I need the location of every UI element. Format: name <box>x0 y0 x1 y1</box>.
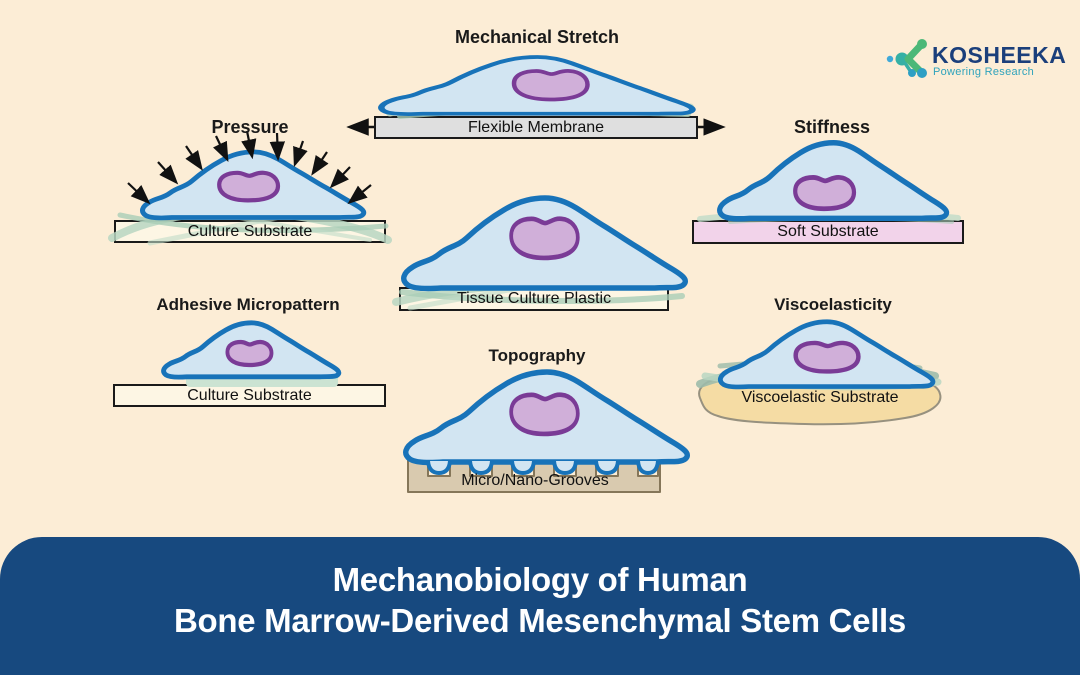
cell-adhesive-micropattern <box>164 323 339 377</box>
panel-title-viscoelasticity: Viscoelasticity <box>774 295 892 314</box>
panel-title-adhesive-micropattern: Adhesive Micropattern <box>156 295 340 314</box>
substrate-label-viscoelastic-substrate: Viscoelastic Substrate <box>741 389 899 406</box>
logo-tagline-text: Powering Research <box>933 66 1035 78</box>
cell-viscoelasticity <box>720 322 933 387</box>
cell-mechanical-stretch <box>381 57 692 114</box>
substrate-label-micro-nano-grooves: Micro/Nano-Grooves <box>461 472 609 489</box>
nucleus <box>219 173 278 201</box>
cell-groove-bumps <box>426 460 660 476</box>
substrate-label-flexible-membrane: Flexible Membrane <box>467 119 605 136</box>
substrate-label-culture-substrate-micropattern: Culture Substrate <box>187 387 312 404</box>
panel-title-pressure: Pressure <box>211 117 289 137</box>
diagram-artwork <box>108 0 964 493</box>
kosheeka-molecule-icon <box>886 39 927 78</box>
nucleus <box>511 219 578 258</box>
cell-topography <box>406 372 688 476</box>
substrate-label-soft-substrate: Soft Substrate <box>777 223 879 240</box>
flexible-membrane-bar <box>374 116 698 139</box>
substrate-label-tissue-culture-plastic: Tissue Culture Plastic <box>456 290 612 307</box>
cell-tissue-culture <box>404 198 686 289</box>
substrate-label-culture-substrate-pressure: Culture Substrate <box>187 223 313 240</box>
panel-title-topography: Topography <box>488 346 586 365</box>
title-banner: Mechanobiology of Human Bone Marrow-Deri… <box>0 537 1080 675</box>
logo-brand-text: KOSHEEKA <box>932 42 1067 68</box>
nucleus <box>511 395 578 434</box>
panel-title-stiffness: Stiffness <box>793 117 871 137</box>
kosheeka-logo: KOSHEEKA Powering Research <box>884 34 1067 84</box>
cell-pressure <box>143 152 364 218</box>
panel-title-mechanical-stretch: Mechanical Stretch <box>454 27 620 47</box>
cell-stiffness <box>720 143 947 219</box>
nucleus <box>796 343 859 372</box>
nucleus <box>795 177 854 208</box>
nucleus <box>227 342 271 365</box>
nucleus <box>514 71 588 100</box>
pressure-arrows <box>127 130 372 205</box>
main-title-line2: Bone Marrow-Derived Mesenchymal Stem Cel… <box>174 602 906 639</box>
main-title-line1: Mechanobiology of Human <box>332 561 748 598</box>
